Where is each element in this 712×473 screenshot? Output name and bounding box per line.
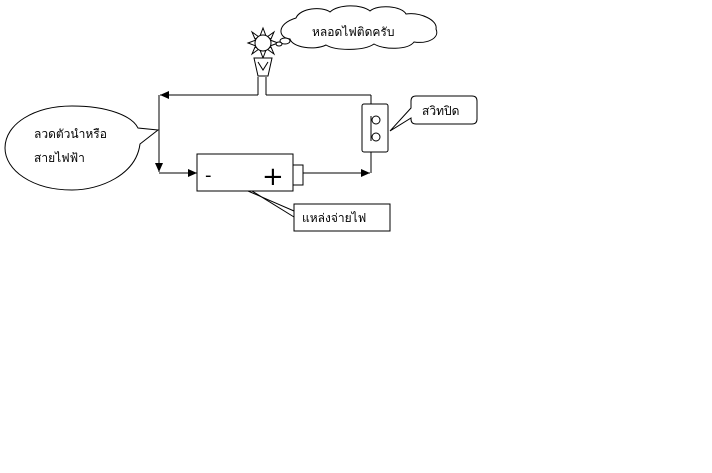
bulb-on-label: หลอดไฟติดครับ bbox=[312, 25, 394, 39]
power-source-callout: แหล่งจ่ายไฟ bbox=[247, 190, 391, 232]
wire-callout: ลวดตัวนำหรือ สายไฟฟ้า bbox=[4, 105, 160, 191]
light-bulb-icon bbox=[246, 26, 280, 77]
switch-callout: สวิทปิด bbox=[389, 95, 478, 132]
power-source-label: แหล่งจ่ายไฟ bbox=[302, 211, 366, 225]
battery-icon: - + bbox=[196, 153, 304, 192]
battery-plus-sign: + bbox=[262, 162, 284, 192]
circuit-wires bbox=[155, 77, 372, 177]
switch-label: สวิทปิด bbox=[422, 104, 459, 118]
bulb-callout-cloud: หลอดไฟติดครับ bbox=[275, 5, 438, 50]
battery-minus-sign: - bbox=[205, 165, 212, 186]
wire-label-line1: ลวดตัวนำหรือ bbox=[34, 127, 107, 141]
switch-icon bbox=[361, 103, 389, 153]
wire-label-line2: สายไฟฟ้า bbox=[34, 151, 85, 165]
